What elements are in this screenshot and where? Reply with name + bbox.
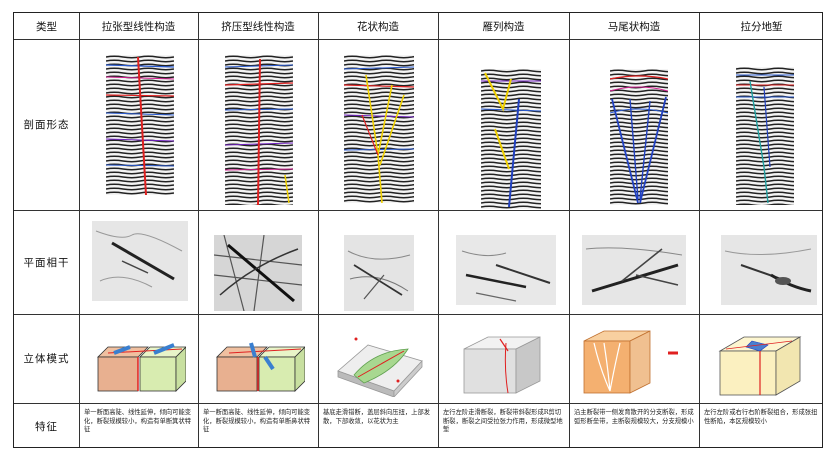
header-horsetail: 马尾状构造	[607, 20, 661, 33]
coherence-map-en-echelon	[456, 235, 556, 305]
coherence-map-pull-apart	[721, 235, 817, 305]
description-horsetail: 沿主断裂带一侧发育散开的分支断裂，形成弧形断垒带，主断裂规模较大，分支规模小	[574, 409, 694, 425]
seismic-profile-compressional	[225, 55, 293, 205]
header-compressional-linear: 挤压型线性构造	[221, 20, 295, 33]
seismic-profile-en-echelon	[481, 69, 541, 209]
block-model-flower	[334, 331, 426, 397]
description-extensional: 单一断面高陡、线性延伸，倾向可能变化，断裂规模较小，构造有单断箕状特征	[84, 409, 192, 434]
row-label-features: 特征	[35, 420, 58, 433]
header-flower-structure: 花状构造	[357, 20, 399, 33]
seismic-profile-pull-apart	[736, 67, 794, 205]
header-type: 类型	[36, 20, 57, 33]
description-compressional: 单一断面高陡、线性延伸，倾向可能变化，断裂规模较小，构造有单断鼻状特征	[203, 409, 311, 434]
block-model-pull-apart	[716, 331, 808, 397]
row-label-coherence: 平面相干	[23, 256, 70, 269]
description-en-echelon: 左行左阶走滑断裂，断裂带斜裂形成R剪切断裂，断裂之间受拉张力作用，形成微型地堑	[443, 409, 563, 434]
row-label-profile: 剖面形态	[23, 119, 70, 131]
coherence-map-horsetail	[582, 235, 686, 305]
structure-table: 类型 拉张型线性构造 挤压型线性构造 花状构造 雁列构造 马尾状构造 拉分地堑 …	[13, 12, 823, 448]
seismic-profile-horsetail	[610, 69, 668, 205]
header-extensional-linear: 拉张型线性构造	[101, 20, 176, 33]
coherence-map-extensional	[92, 221, 188, 301]
coherence-map-flower	[344, 235, 414, 311]
description-flower: 基底走滑错断，盖层斜向压扭，上部发散，下部收敛，以花状为主	[323, 409, 431, 425]
block-model-horsetail	[580, 329, 680, 395]
block-model-extensional	[94, 327, 186, 393]
block-model-en-echelon	[460, 329, 548, 395]
header-pull-apart: 拉分地堑	[740, 20, 783, 33]
row-label-3d-model: 立体模式	[23, 353, 70, 365]
header-en-echelon: 雁列构造	[482, 20, 525, 33]
description-pull-apart: 左行左阶或右行右阶断裂组合，形成张扭性断陷，本区规模较小	[704, 409, 818, 425]
coherence-map-compressional	[214, 235, 302, 311]
seismic-profile-flower	[344, 55, 414, 203]
seismic-profile-extensional	[106, 55, 174, 195]
block-model-compressional	[213, 327, 305, 393]
